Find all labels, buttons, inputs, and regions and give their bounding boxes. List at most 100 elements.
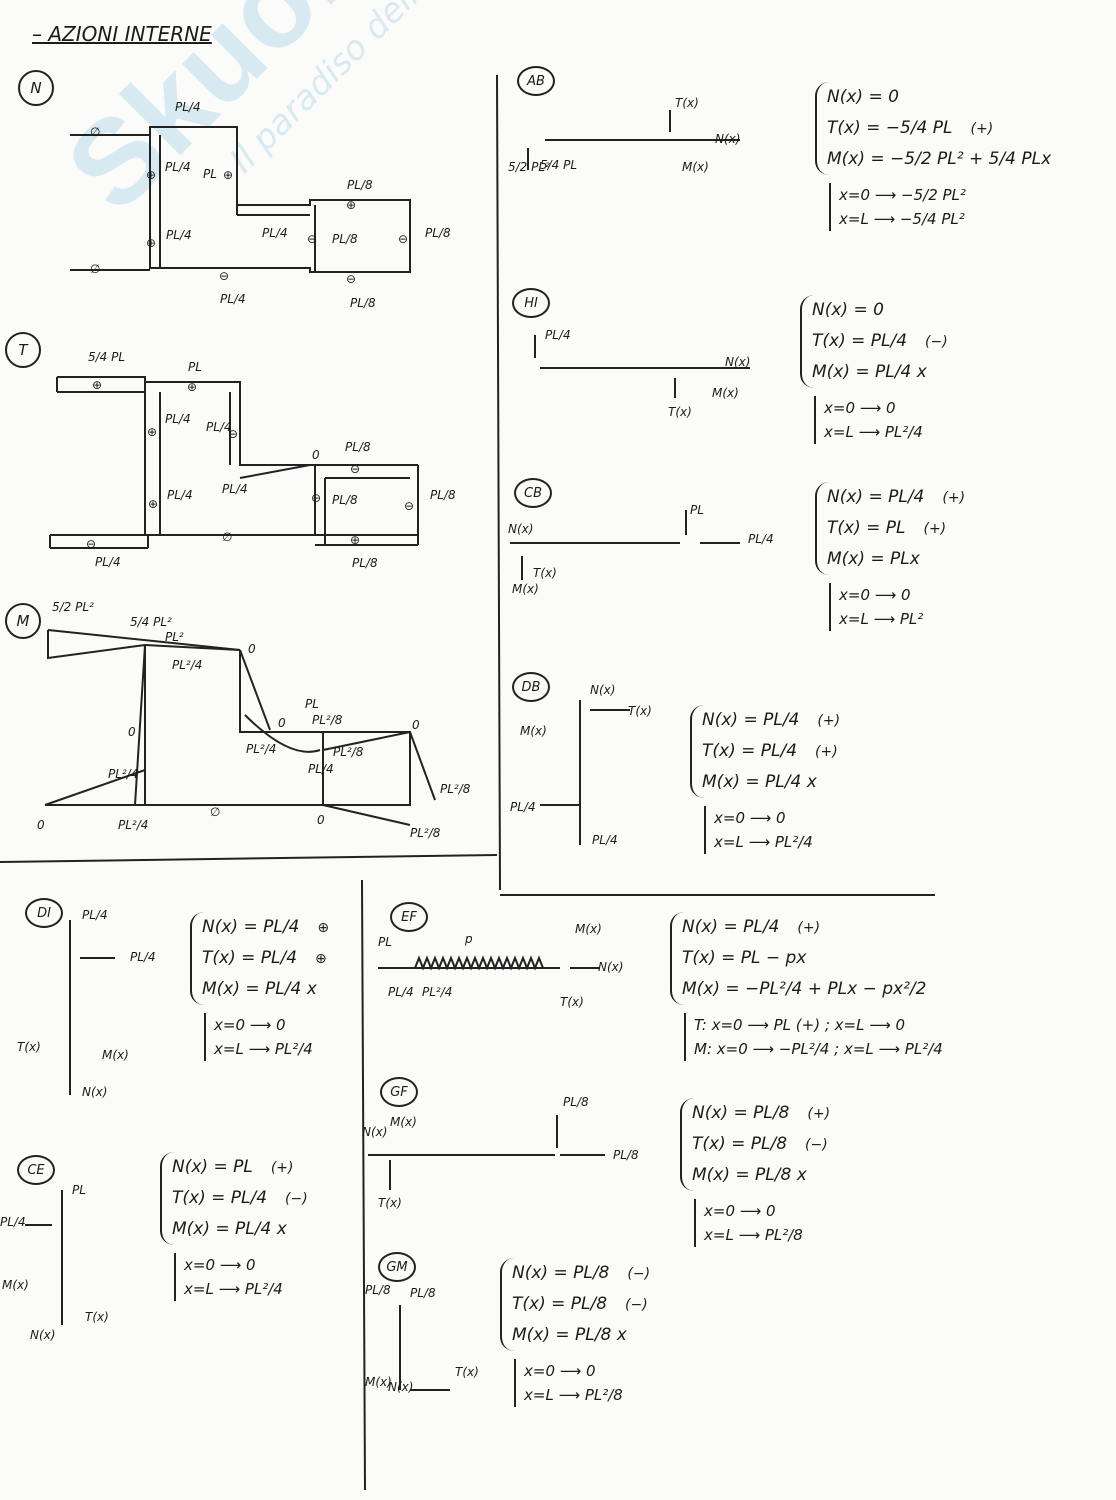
equation-row: M(x) = PL/4 x <box>202 974 335 1005</box>
section-label: CB <box>514 478 552 508</box>
diagram-n-value-label: PL/4 <box>166 228 192 242</box>
boundary-value-row: x=L ⟶ PL²/8 <box>704 1226 803 1244</box>
equation-text: M(x) = −5/2 PL² + 5/4 PLx <box>827 149 1052 169</box>
diagram-m-value-label: 0 <box>37 818 45 832</box>
equation-row: T(x) = PL/8(−) <box>512 1289 650 1320</box>
diagram-t-value-label: ⊖ <box>404 499 415 513</box>
equation-row: M(x) = PL/4 x <box>812 357 948 388</box>
equation-text: M(x) = PL/8 x <box>692 1165 807 1185</box>
boundary-value-row: x=L ⟶ PL²/4 <box>824 423 923 441</box>
boundary-value-row: x=0 ⟶ −5/2 PL² <box>839 186 966 204</box>
equation-text: N(x) = PL/4 <box>827 487 925 507</box>
sign-convention: (+) <box>942 490 966 506</box>
equation-text: M(x) = PL/4 x <box>172 1219 287 1239</box>
diagram-n-value-label: PL/8 <box>332 232 358 246</box>
force-label: T(x) <box>675 96 699 110</box>
diagram-n-value-label: ⊕ <box>346 198 357 212</box>
diagram-t-value-label: PL <box>188 360 202 374</box>
diagram-n-value-label: PL/4 <box>262 226 288 240</box>
diagram-label-M: M <box>5 603 41 639</box>
equation-text: N(x) = PL <box>172 1157 253 1177</box>
force-label: PL/8 <box>365 1283 391 1297</box>
diagram-m-value-label: PL²/8 <box>440 782 471 796</box>
t-diagram-frame <box>57 376 316 535</box>
diagram-m-value-label: 0 <box>412 718 420 732</box>
force-label: T(x) <box>378 1196 402 1210</box>
equation-row: N(x) = PL/4(+) <box>682 912 944 943</box>
equation-text: T(x) = PL/4 <box>202 948 298 968</box>
diagram-n-value-label: ∅ <box>90 125 101 139</box>
divider-vertical-top <box>496 74 501 891</box>
sign-convention: ⊕ <box>315 951 327 967</box>
diagram-n-value-label: PL/8 <box>347 178 373 192</box>
equation-row: T(x) = PL/4(−) <box>172 1183 308 1214</box>
force-label: M(x) <box>682 160 709 174</box>
diagram-n-value-label: PL/4 <box>175 100 201 114</box>
force-label: T(x) <box>85 1310 109 1324</box>
force-label: N(x) <box>82 1085 108 1099</box>
diagram-m-value-label: 5/4 PL² <box>130 615 172 629</box>
equation-system: N(x) = PL/4 (+) T(x) = PL(+) M(x) = PLx <box>815 482 965 575</box>
force-label: T(x) <box>17 1040 41 1054</box>
equation-row: T(x) = PL − px <box>682 943 944 974</box>
equation-text: T(x) = PL/4 <box>812 331 908 351</box>
divider-horizontal-left <box>0 854 498 863</box>
force-label: N(x) <box>30 1328 56 1342</box>
equation-row: N(x) = PL/4(+) <box>702 705 840 736</box>
equation-row: N(x) = PL/4 (+) <box>827 482 965 513</box>
diagram-n-value-label: ⊕ <box>223 168 234 182</box>
force-label: T(x) <box>628 704 652 718</box>
equation-row: M(x) = PL/8 x <box>692 1160 830 1191</box>
equation-text: N(x) = 0 <box>812 300 884 320</box>
boundary-value-row: x=L ⟶ PL²/4 <box>184 1280 283 1298</box>
equation-text: N(x) = PL/8 <box>692 1103 790 1123</box>
sign-convention: ⊕ <box>317 920 330 936</box>
diagram-n-value-label: ⊖ <box>398 232 409 246</box>
force-label: M(x) <box>365 1375 392 1389</box>
equation-system: N(x) = PL (+) T(x) = PL/4(−) M(x) = PL/4 x <box>160 1152 308 1245</box>
sign-convention: (+) <box>270 1160 294 1176</box>
boundary-value-row: x=0 ⟶ 0 <box>214 1016 286 1034</box>
equation-row: M(x) = PL/4 x <box>172 1214 308 1245</box>
boundary-value-row: x=0 ⟶ 0 <box>524 1362 596 1380</box>
force-label: p <box>465 932 473 946</box>
force-label: M(x) <box>520 724 547 738</box>
force-label: PL/4 <box>592 833 618 847</box>
force-label: PL/4 <box>388 985 414 999</box>
diagram-m-value-label: PL²/8 <box>410 826 441 840</box>
section-label: GF <box>380 1077 418 1107</box>
diagram-n-value-label: PL/8 <box>425 226 451 240</box>
force-label: PL/8 <box>563 1095 589 1109</box>
diagram-t-value-label: PL/4 <box>222 482 248 496</box>
equation-row: N(x) = 0 <box>827 82 1069 113</box>
equation-row: M(x) = −5/2 PL² + 5/4 PLx <box>827 144 1069 175</box>
equation-text: M(x) = PL/4 x <box>202 979 317 999</box>
section-label: EF <box>390 902 428 932</box>
diagram-m-value-label: PL² <box>165 630 184 644</box>
equation-row: T(x) = PL/4(−) <box>812 326 948 357</box>
diagram-t-value-label: 0 <box>312 448 320 462</box>
equation-text: T(x) = PL/8 <box>512 1294 608 1314</box>
equation-row: N(x) = PL/8(+) <box>692 1098 830 1129</box>
force-label: PL/4 <box>748 532 774 546</box>
equation-text: M(x) = PLx <box>827 549 920 569</box>
force-label: PL/8 <box>613 1148 639 1162</box>
diagram-t-value-label: PL/4 <box>206 420 232 434</box>
diagram-n-value-label: ⊕ <box>146 236 157 250</box>
force-label: PL/4 <box>82 908 108 922</box>
equation-text: M(x) = PL/4 x <box>812 362 927 382</box>
force-label: T(x) <box>560 995 584 1009</box>
equation-row: T(x) = PL/4 ⊕ <box>202 943 335 974</box>
equation-text: N(x) = PL/8 <box>512 1263 610 1283</box>
force-label: PL <box>690 503 704 517</box>
boundary-value-row: x=L ⟶ PL² <box>839 610 924 628</box>
equations: N(x) = PL/4(+)T(x) = PL/4(+)M(x) = PL/4 … <box>690 705 840 854</box>
equation-system: N(x) = PL/8(+)T(x) = PL/8(−)M(x) = PL/8 … <box>680 1098 830 1191</box>
equation-row: T(x) = PL(+) <box>827 513 965 544</box>
equation-text: T(x) = −5/4 PL <box>827 118 953 138</box>
diagram-t-value-label: PL/4 <box>167 488 193 502</box>
